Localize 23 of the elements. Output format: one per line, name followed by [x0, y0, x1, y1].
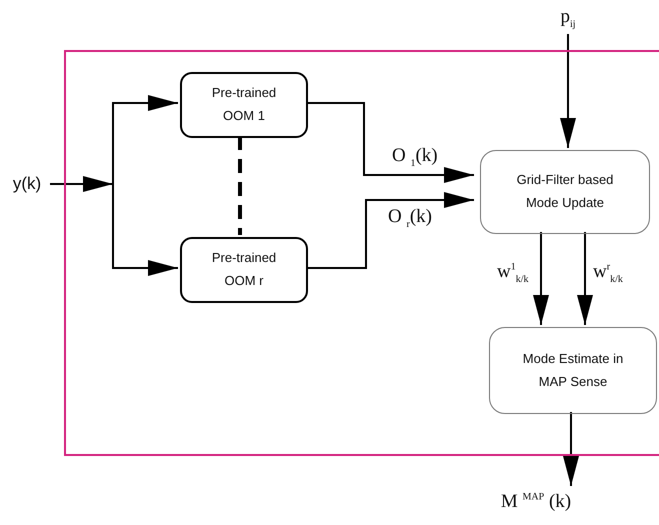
box-text: Grid-Filter based Mode Update	[516, 171, 614, 212]
arrow	[563, 412, 579, 486]
arrow	[560, 34, 576, 148]
process-box	[180, 72, 308, 138]
edge-label: O $_{1}$(k)	[392, 146, 438, 169]
math-label: M $^{MAP}$ (k)	[500, 491, 572, 513]
arrow	[112, 184, 178, 276]
input-label: y(k)	[12, 174, 42, 194]
box-text: Pre-trained OOM r	[210, 249, 278, 290]
arrow	[306, 192, 474, 269]
math-label: p$_{ij}$	[560, 6, 576, 30]
edge-label: O $_{r}$(k)	[388, 207, 432, 230]
process-box	[180, 237, 308, 303]
box-text: Pre-trained OOM 1	[210, 84, 278, 125]
arrow	[533, 232, 549, 325]
box-text: Mode Estimate in MAP Sense	[522, 350, 624, 390]
process-box	[489, 327, 657, 414]
arrow	[112, 95, 178, 184]
arrow	[577, 232, 593, 325]
process-box	[480, 150, 650, 234]
arrow	[306, 102, 474, 183]
connector-line	[238, 136, 242, 235]
arrow	[50, 176, 113, 192]
